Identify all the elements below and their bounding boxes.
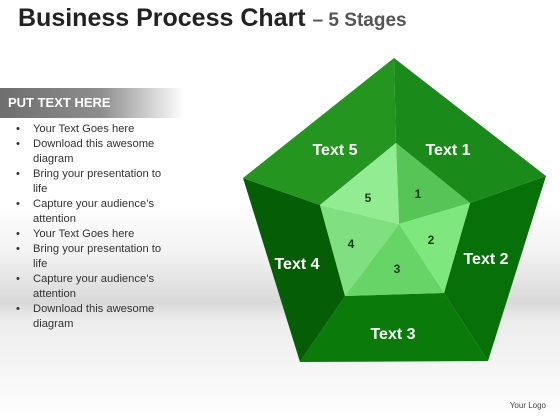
bullet-item: Bring your presentation to life [14,167,174,197]
bullet-item: Capture your audience’s attention [14,197,174,227]
stage-number-2: 2 [428,233,435,247]
bullet-item: Bring your presentation to life [14,242,174,272]
stage-number-1: 1 [415,187,422,201]
bullet-item: Download this awesome diagram [14,302,174,332]
inner-segment-4[interactable] [320,205,399,296]
sidebar-header-text: PUT TEXT HERE [8,95,111,110]
inner-segment-2[interactable] [399,203,470,293]
stage-number-3: 3 [394,262,401,276]
outer-segment-2[interactable] [444,176,546,361]
bullet-item: Download this awesome diagram [14,137,174,167]
title-main: Business Process Chart [18,4,306,32]
sidebar-header: PUT TEXT HERE [0,88,184,118]
page-title: Business Process Chart – 5 Stages [18,4,407,33]
bullet-list: Your Text Goes here Download this awesom… [14,122,174,332]
stage-number-5: 5 [365,191,372,205]
stage-label-1: Text 1 [425,142,470,159]
inner-segment-1[interactable] [396,143,470,224]
outer-segments [243,58,546,362]
bullet-item: Your Text Goes here [14,227,174,242]
bullet-item: Your Text Goes here [14,122,174,137]
outer-segment-3[interactable] [300,293,488,362]
bullet-item: Capture your audience’s attention [14,272,174,302]
outer-segment-1[interactable] [394,58,546,203]
stage-label-5: Text 5 [312,142,357,159]
stage-label-4: Text 4 [274,256,319,273]
stage-label-2: Text 2 [463,251,508,268]
inner-segment-5[interactable] [320,143,399,224]
inner-segment-3[interactable] [345,224,444,296]
inner-segments [320,143,470,296]
title-subtitle: – 5 Stages [312,10,407,31]
outer-segment-4[interactable] [243,178,345,362]
logo-text: Your Logo [509,401,546,410]
stage-label-3: Text 3 [370,326,415,343]
outer-segment-5[interactable] [243,58,396,205]
stage-number-4: 4 [348,237,355,251]
